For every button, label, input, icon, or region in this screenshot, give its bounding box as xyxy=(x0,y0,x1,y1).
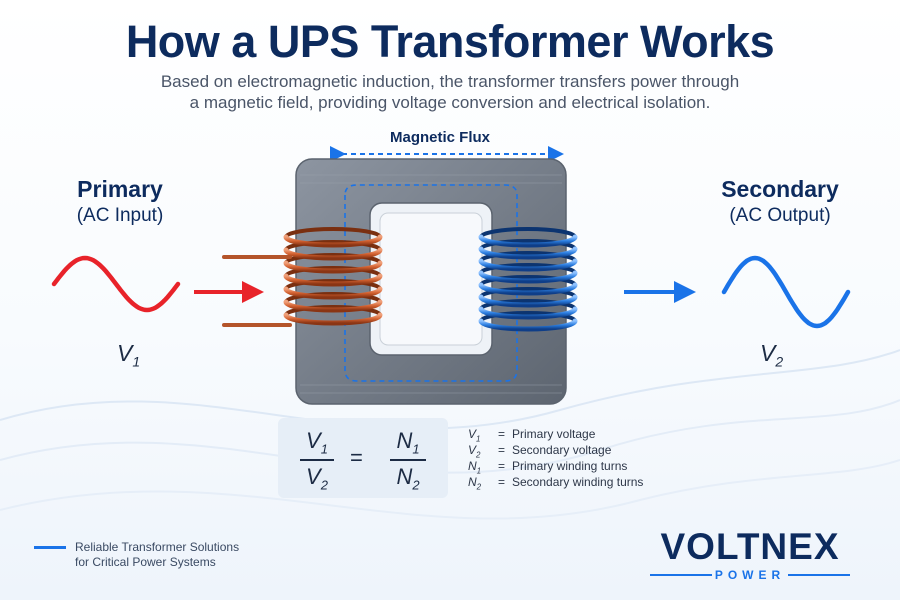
logo-wordmark: VOLTNEX xyxy=(660,526,840,567)
coil-turn-back xyxy=(479,311,577,322)
legend-row: N2 = Secondary winding turns xyxy=(468,474,644,492)
legend-text: Primary winding turns xyxy=(512,459,628,473)
turns-ratio: N1 N2 xyxy=(390,428,426,492)
primary-voltage-index: 1 xyxy=(132,353,141,370)
coil-turn xyxy=(478,294,578,308)
formula-v2-index: 2 xyxy=(320,477,328,493)
input-arrow-icon xyxy=(194,281,264,303)
flux-path xyxy=(344,184,518,382)
coil-turn-back xyxy=(479,227,577,238)
coil-turn xyxy=(283,273,383,287)
legend-symbol: N xyxy=(468,475,477,489)
legend-index: 1 xyxy=(476,466,482,476)
secondary-voltage-index: 2 xyxy=(775,353,784,370)
coil-turn xyxy=(478,306,578,320)
coil-turn-back xyxy=(284,279,382,290)
formula-box: V1 V2 = N1 N2 xyxy=(278,418,448,498)
legend-equals: = xyxy=(498,475,506,489)
coil-turn-back xyxy=(479,299,577,310)
coil-turn xyxy=(478,282,578,296)
coil-turn-back xyxy=(479,287,577,298)
formula-v1-symbol: V xyxy=(306,428,321,453)
coil-turn-back xyxy=(479,239,577,250)
coil-turn xyxy=(478,234,578,248)
transformer-core xyxy=(295,158,567,405)
coil-turn-back xyxy=(284,240,382,251)
coil-turn-back xyxy=(284,227,382,238)
legend-index: 1 xyxy=(476,434,481,444)
secondary-sine-wave xyxy=(721,255,851,329)
primary-voltage-label: V1 xyxy=(117,340,140,370)
secondary-voltage-symbol: V xyxy=(760,340,776,366)
coil-turn xyxy=(283,286,383,300)
coil-turn-back xyxy=(479,263,577,274)
coil-turn xyxy=(478,270,578,284)
legend-index: 2 xyxy=(476,450,481,460)
transformer-diagram xyxy=(222,146,578,405)
formula-n1-symbol: N xyxy=(396,428,413,453)
primary-subheading: (AC Input) xyxy=(76,205,164,226)
page-title: How a UPS Transformer Works xyxy=(125,16,775,67)
legend-equals: = xyxy=(498,459,506,473)
legend-text: Secondary winding turns xyxy=(512,475,644,489)
legend-symbol: V xyxy=(468,427,477,441)
coil-turn xyxy=(478,258,578,272)
coil-turn xyxy=(478,318,578,332)
subtitle-line-2: a magnetic field, providing voltage conv… xyxy=(189,93,711,112)
tagline-line-2: for Critical Power Systems xyxy=(75,555,216,569)
legend-text: Primary voltage xyxy=(512,427,596,441)
coil-turn xyxy=(283,247,383,261)
legend-row: V1 = Primary voltage xyxy=(468,426,643,444)
coil-turn-back xyxy=(284,266,382,277)
legend-text: Secondary voltage xyxy=(512,443,612,457)
logo-subtext: POWER xyxy=(714,568,786,582)
formula-legend: V1=Primary voltage V2=Secondary voltage … xyxy=(468,426,644,492)
coil-turn xyxy=(283,234,383,248)
legend-index: 2 xyxy=(476,482,482,492)
coil-turn-back xyxy=(479,251,577,262)
legend-row: V2 = Secondary voltage xyxy=(468,442,643,460)
formula-equals: = xyxy=(350,445,363,470)
coil-turn xyxy=(478,246,578,260)
tagline-line-1: Reliable Transformer Solutions xyxy=(75,540,240,554)
brand-logo: VOLTNEX POWER xyxy=(640,528,860,582)
coil-turn-back xyxy=(284,292,382,303)
footer-tagline: Reliable Transformer Solutions for Criti… xyxy=(75,540,239,570)
primary-voltage-symbol: V xyxy=(117,340,133,366)
formula-n2-symbol: N xyxy=(396,463,413,489)
voltage-ratio: V1 V2 xyxy=(300,428,334,492)
formula-n2-index: 2 xyxy=(412,477,420,493)
formula-v1-index: 1 xyxy=(320,441,328,457)
coil-turn xyxy=(283,312,383,326)
formula-v2-symbol: V xyxy=(306,463,321,489)
output-arrow-icon xyxy=(624,281,696,303)
coil-turn xyxy=(283,260,383,274)
legend-row: N1 = Primary winding turns xyxy=(468,458,643,476)
primary-heading: Primary xyxy=(77,176,163,202)
secondary-winding xyxy=(478,227,578,332)
formula-n1-index: 1 xyxy=(412,441,420,457)
subtitle-line-1: Based on electromagnetic induction, the … xyxy=(160,72,740,91)
magnetic-flux-label: Magnetic Flux xyxy=(389,129,490,146)
secondary-heading: Secondary xyxy=(721,176,839,202)
legend-equals: = xyxy=(498,427,506,441)
coil-turn-back xyxy=(284,305,382,316)
secondary-voltage-label: V2 xyxy=(760,340,783,370)
tagline-accent-line xyxy=(34,546,66,549)
legend-equals: = xyxy=(498,443,506,457)
primary-sine-wave xyxy=(51,255,181,313)
secondary-subheading: (AC Output) xyxy=(729,205,831,226)
coil-turn xyxy=(283,299,383,313)
page-subtitle: Based on electromagnetic induction, the … xyxy=(0,71,900,113)
legend-symbol: N xyxy=(468,459,477,473)
coil-turn-back xyxy=(284,253,382,264)
legend-symbol: V xyxy=(468,443,477,457)
coil-turn-back xyxy=(479,275,577,286)
primary-winding xyxy=(283,227,383,326)
